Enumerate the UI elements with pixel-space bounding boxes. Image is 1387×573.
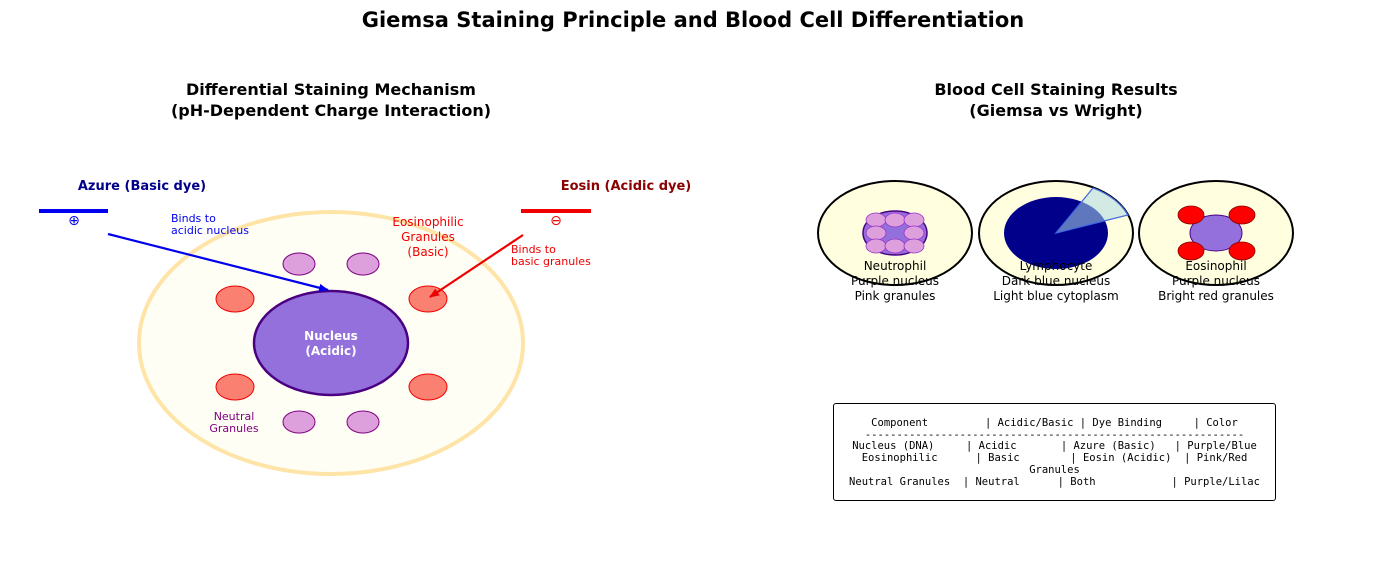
- neutrophil-granule: [865, 225, 887, 241]
- neutrophil-nucleus-desc: Purple nucleus: [851, 274, 939, 288]
- eosin-binding-arrow: [429, 234, 524, 298]
- azure-binding-arrow: [107, 232, 329, 292]
- neutral-label-line2: Granules: [209, 422, 259, 435]
- neutral-granule: [282, 410, 316, 434]
- right-panel-title-line1: Blood Cell Staining Results: [934, 80, 1177, 99]
- nucleus-label-line1: Nucleus: [304, 329, 358, 343]
- neutrophil-granule: [903, 225, 925, 241]
- eosin-binds-line2: basic granules: [511, 255, 591, 268]
- staining-summary-table: Component | Acidic/Basic | Dye Binding |…: [833, 403, 1276, 501]
- eosinophil-cell: Eosinophil Purple nucleus Bright red gra…: [1138, 180, 1294, 303]
- neutrophil-granule: [865, 238, 887, 254]
- nucleus-label-line2: (Acidic): [305, 344, 356, 358]
- neutrophil-name: Neutrophil: [864, 259, 927, 273]
- lymphocyte-nucleus-desc: Dark blue nucleus: [1002, 274, 1110, 288]
- eosinophilic-label-line3: (Basic): [407, 245, 448, 259]
- neutral-label-line1: Neutral: [214, 410, 255, 423]
- neutrophil-granule: [884, 238, 906, 254]
- neutrophil-granule: [903, 238, 925, 254]
- left-panel: Differential Staining Mechanism (pH-Depe…: [39, 80, 691, 476]
- neutral-granule: [346, 410, 380, 434]
- neutrophil-granule: [884, 212, 906, 228]
- neutrophil-granule: [903, 212, 925, 228]
- lymphocyte-cell: Lymphocyte Dark blue nucleus Light blue …: [978, 180, 1134, 303]
- neutrophil-cell: Neutrophil Purple nucleus Pink granules: [817, 180, 973, 303]
- table-row: Eosinophilic | Basic | Eosin (Acidic) | …: [861, 452, 1248, 465]
- neutrophil-granule-desc: Pink granules: [855, 289, 936, 303]
- eosinophilic-granule: [215, 285, 255, 313]
- table-separator: ----------------------------------------…: [864, 428, 1245, 441]
- eosinophil-nucleus: [1189, 214, 1243, 252]
- main-title: Giemsa Staining Principle and Blood Cell…: [362, 8, 1025, 32]
- eosinophilic-label-line1: Eosinophilic: [392, 215, 463, 229]
- negative-charge-icon: ⊖: [550, 213, 562, 229]
- neutral-granules-group: [282, 252, 380, 434]
- eosin-binds-line1: Binds to: [511, 243, 556, 256]
- eosinophil-granule: [1177, 205, 1205, 225]
- nucleus: [252, 289, 410, 397]
- right-panel-title-line2: (Giemsa vs Wright): [969, 101, 1142, 120]
- left-panel-title-line1: Differential Staining Mechanism: [186, 80, 476, 99]
- eosinophilic-granule: [215, 373, 255, 401]
- positive-charge-icon: ⊕: [68, 213, 80, 229]
- lymphocyte-cytoplasm-desc: Light blue cytoplasm: [993, 289, 1119, 303]
- neutral-granule: [282, 252, 316, 276]
- table-row: Neutral Granules | Neutral | Both | Purp…: [849, 475, 1260, 488]
- table-row-continuation: Granules: [1029, 463, 1080, 476]
- eosinophilic-label-line2: Granules: [401, 230, 455, 244]
- eosinophil-granule: [1228, 205, 1256, 225]
- left-panel-title-line2: (pH-Dependent Charge Interaction): [171, 101, 491, 120]
- lymphocyte-name: Lymphocyte: [1020, 259, 1093, 273]
- neutrophil-granule: [865, 212, 887, 228]
- eosinophil-granule: [1177, 241, 1205, 261]
- right-panel: Blood Cell Staining Results (Giemsa vs W…: [817, 80, 1294, 303]
- lymphocyte-cytoplasm-wedge: [1054, 187, 1129, 235]
- azure-dye-label: Azure (Basic dye): [78, 179, 206, 194]
- eosinophil-granule: [1228, 241, 1256, 261]
- eosinophilic-granule: [408, 373, 448, 401]
- eosinophil-name: Eosinophil: [1185, 259, 1246, 273]
- azure-binds-line1: Binds to: [171, 212, 216, 225]
- azure-binds-line2: acidic nucleus: [171, 224, 249, 237]
- neutral-granule: [346, 252, 380, 276]
- eosin-dye-label: Eosin (Acidic dye): [561, 179, 691, 194]
- table-row: Nucleus (DNA) | Acidic | Azure (Basic) |…: [852, 440, 1257, 453]
- eosinophil-granule-desc: Bright red granules: [1158, 289, 1274, 303]
- eosinophilic-granules-group: [215, 285, 448, 401]
- table-header-row: Component | Acidic/Basic | Dye Binding |…: [871, 417, 1238, 429]
- eosinophil-nucleus-desc: Purple nucleus: [1172, 274, 1260, 288]
